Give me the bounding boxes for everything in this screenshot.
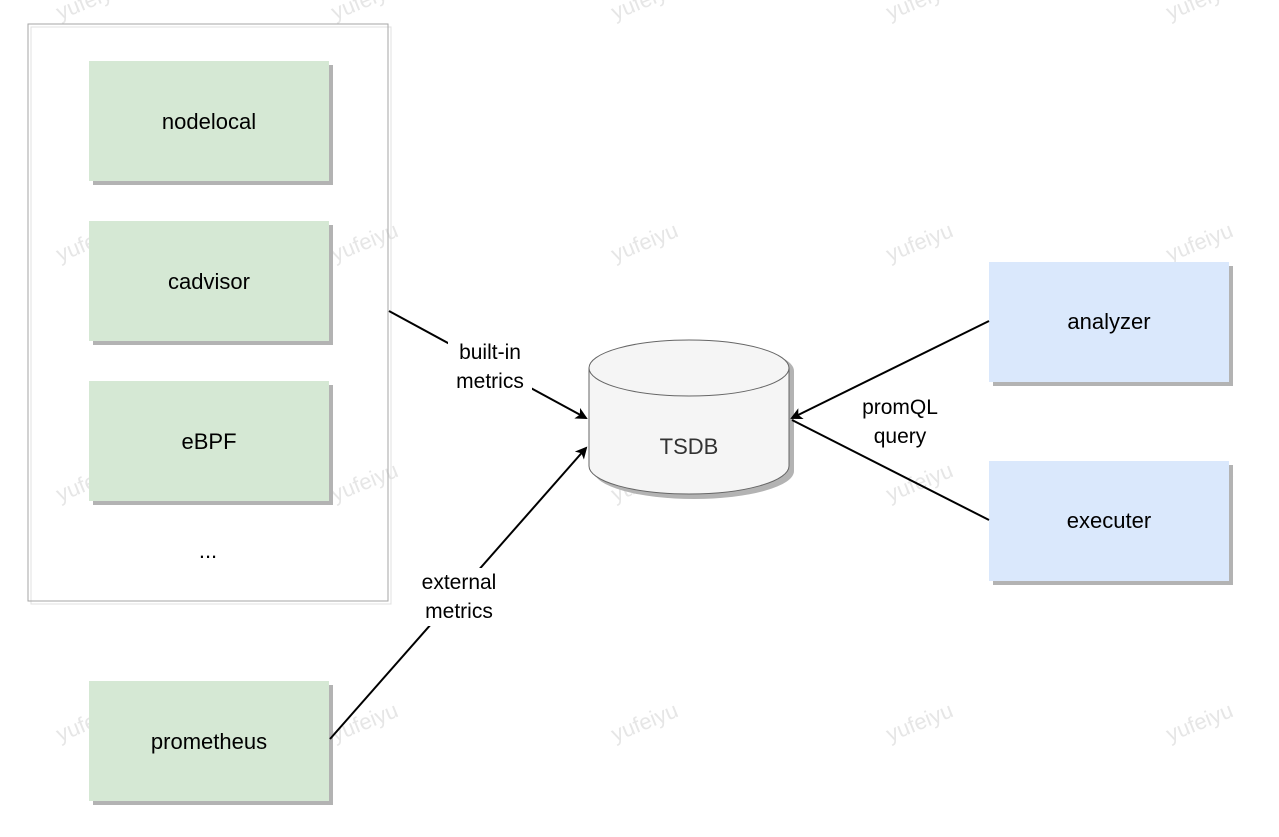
promql-label-bg bbox=[858, 393, 942, 449]
nodelocal-label: nodelocal bbox=[162, 109, 256, 134]
tsdb-cylinder[interactable]: TSDB bbox=[588, 339, 794, 499]
watermark-text: yufeiyu bbox=[883, 217, 957, 266]
analyzer-query-arrow bbox=[790, 320, 990, 419]
watermark-text: yufeiyu bbox=[1163, 217, 1237, 266]
promql-query-label-line1: promQL bbox=[862, 396, 938, 419]
watermark-text: yufeiyu bbox=[608, 0, 682, 25]
ebpf-label: eBPF bbox=[181, 429, 236, 454]
nodelocal-box[interactable]: nodelocal bbox=[89, 61, 333, 185]
watermark-text: yufeiyu bbox=[328, 457, 402, 506]
ebpf-box[interactable]: eBPF bbox=[89, 381, 333, 505]
watermark-text: yufeiyu bbox=[1163, 0, 1237, 25]
collector-container bbox=[27, 23, 392, 605]
cadvisor-label: cadvisor bbox=[168, 269, 250, 294]
watermark-text: yufeiyu bbox=[608, 217, 682, 266]
executer-label: executer bbox=[1067, 508, 1151, 533]
builtin-label-bg bbox=[448, 340, 532, 394]
watermark-text: yufeiyu bbox=[1163, 697, 1237, 746]
watermark-text: yufeiyu bbox=[53, 0, 127, 25]
watermark-text: yufeiyu bbox=[883, 697, 957, 746]
watermark-text: yufeiyu bbox=[328, 0, 402, 25]
builtin-metrics-label-line1: built-in bbox=[459, 341, 521, 364]
watermark-text: yufeiyu bbox=[328, 697, 402, 746]
builtin-metrics-label-line2: metrics bbox=[456, 370, 524, 393]
more-collectors-label: ... bbox=[199, 538, 217, 563]
watermark-text: yufeiyu bbox=[883, 457, 957, 506]
external-metrics-label-line1: external bbox=[422, 571, 497, 594]
prometheus-box[interactable]: prometheus bbox=[89, 681, 333, 805]
external-label-bg bbox=[410, 568, 508, 626]
analyzer-label: analyzer bbox=[1067, 309, 1150, 334]
watermark-text: yufeiyu bbox=[608, 697, 682, 746]
prometheus-label: prometheus bbox=[151, 729, 267, 754]
analyzer-box[interactable]: analyzer bbox=[989, 262, 1233, 386]
cadvisor-box[interactable]: cadvisor bbox=[89, 221, 333, 345]
watermark-text: yufeiyu bbox=[883, 0, 957, 25]
tsdb-label: TSDB bbox=[660, 434, 719, 459]
executer-query-arrow bbox=[791, 419, 990, 521]
executer-box[interactable]: executer bbox=[989, 461, 1233, 585]
external-metrics-label-line2: metrics bbox=[425, 600, 493, 623]
watermark-text: yufeiyu bbox=[328, 217, 402, 266]
promql-query-label-line2: query bbox=[874, 425, 927, 448]
